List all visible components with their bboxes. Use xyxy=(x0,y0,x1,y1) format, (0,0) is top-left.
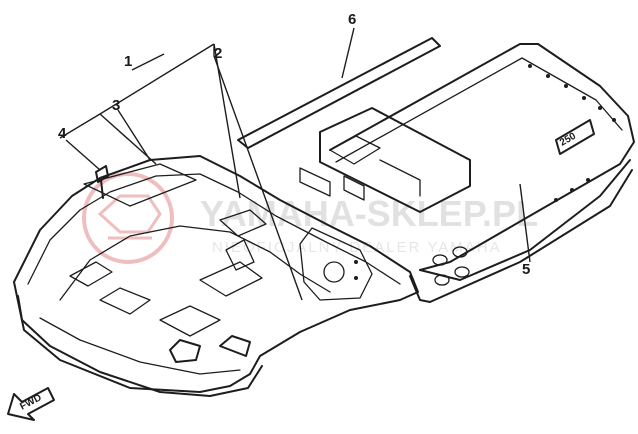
watermark-logo-icon xyxy=(82,172,174,264)
callouts: 1 2 3 4 5 6 xyxy=(58,11,530,278)
part-6-strip xyxy=(237,37,441,149)
callout-2: 2 xyxy=(214,45,222,62)
callout-5: 5 xyxy=(522,261,530,278)
fwd-arrow-icon: FWD xyxy=(7,387,55,421)
part-4-bolt xyxy=(95,165,109,199)
part-1-seat-base xyxy=(13,155,419,397)
callout-3: 3 xyxy=(112,97,120,114)
model-badge: 250 xyxy=(555,119,595,155)
leader-lines xyxy=(59,27,531,301)
part-5-side-cover: 250 xyxy=(329,43,635,303)
fwd-label: FWD xyxy=(18,392,43,412)
callout-4: 4 xyxy=(58,125,67,142)
inner-bracket xyxy=(299,107,471,213)
callout-6: 6 xyxy=(348,11,356,28)
watermark-brand: YAMAHA-SKLEP.PL xyxy=(200,193,538,234)
callout-1: 1 xyxy=(124,53,132,70)
part-3-panel xyxy=(83,163,197,207)
